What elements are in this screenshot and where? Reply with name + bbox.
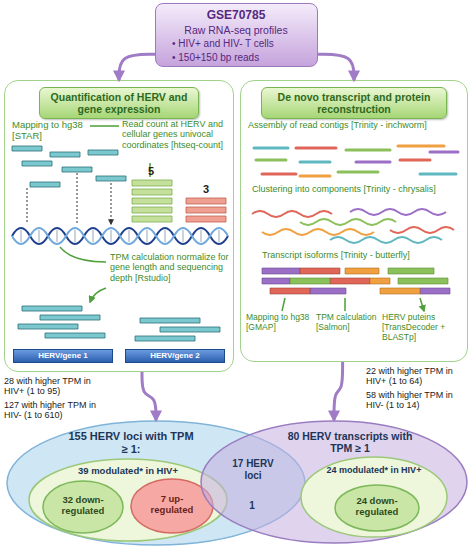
flow-arrow: [142, 372, 156, 420]
normalized-reads: [18, 306, 220, 341]
step-arrows: [282, 298, 424, 311]
step-label: Mapping to hg38 [GMAP]: [246, 313, 312, 333]
step-label: TPM calculation [Salmon]: [316, 313, 380, 333]
count-number: 5: [144, 165, 158, 178]
count-number: 3: [199, 183, 213, 196]
expression-bar: HERV/gene 1: [13, 349, 113, 363]
panel-header: De novo transcript and protein reconstru…: [261, 87, 447, 119]
intersection-label: 17 HERV loci: [232, 458, 274, 481]
dataset-id: GSE70785: [156, 9, 316, 23]
mapping-arrows: [27, 173, 111, 224]
subset-ellipse: 24 modulated* in HIV+ 24 down-regulated: [300, 456, 448, 538]
subset-label: 39 modulated* in HIV+: [68, 466, 188, 477]
down-regulated-set: 32 down-regulated: [42, 480, 124, 534]
genome-helix: [12, 228, 228, 244]
ellipse-shape: [301, 457, 447, 537]
bullet-item: • 150+150 bp reads: [172, 52, 316, 64]
ellipse-shape: [43, 481, 123, 533]
subset-label: 7 up-regulated: [142, 494, 202, 516]
genome-helix: [12, 228, 228, 244]
set-label: 155 HERV loci with TPM ≥ 1:: [66, 430, 196, 455]
subset-label: 32 down-regulated: [46, 495, 120, 517]
ellipse-shape: [335, 485, 419, 531]
panel-header: Quantification of HERV and gene expressi…: [39, 87, 199, 119]
intersection-count: 1: [240, 500, 264, 512]
down-regulated-set: 24 down-regulated: [334, 484, 420, 532]
count-note: 58 with higher TPM in HIV- (1 to 14): [366, 390, 468, 411]
contig-clusters: [300, 219, 396, 225]
bar-label: HERV/gene 1: [14, 350, 112, 362]
subset-ellipse: 39 modulated* in HIV+ 32 down-regulated 7 …: [28, 458, 228, 542]
transcript-isoforms: [262, 268, 450, 294]
count-note: 22 with higher TPM in HIV+ (1 to 64): [366, 366, 468, 387]
subset-label: 24 modulated* in HIV+: [314, 465, 434, 475]
read-contigs: [356, 152, 458, 162]
flow-arrow: [334, 362, 343, 420]
contig-clusters: [350, 209, 446, 215]
subset-label: 24 down-regulated: [342, 496, 412, 518]
step-label: HERV puteins [TransDecoder + BLASTp]: [382, 313, 466, 342]
count-note: 127 with higher TPM in HIV- (1 to 610): [4, 400, 114, 421]
step-label: Assembly of read contigs [Trinity - inch…: [248, 120, 466, 130]
step-label: TPM calculation normalize for gene lengt…: [110, 252, 230, 283]
bullet-item: • HIV+ and HIV- T cells: [172, 38, 316, 50]
read-count-stack: [132, 180, 172, 222]
step-label: Clustering into components [Trinity - ch…: [252, 184, 464, 194]
dataset-desc: Raw RNA-seq profiles: [156, 24, 316, 36]
step-label: Read count at HERV and cellular genes un…: [122, 119, 232, 150]
dataset-box: GSE70785Raw RNA-seq profiles • HIV+ and H…: [155, 3, 318, 67]
count-note: 28 with higher TPM in HIV+ (1 to 95): [4, 376, 110, 397]
set-label: 80 HERV transcripts with TPM ≥ 1: [280, 430, 420, 454]
read-count-stack: [186, 198, 226, 222]
transcript-isoforms: [345, 268, 420, 294]
contig-clusters: [262, 229, 374, 235]
sequencing-reads: [12, 146, 126, 187]
venn-set: 80 HERV transcripts with TPM ≥ 124 modul…: [200, 420, 468, 544]
ellipse-shape: [201, 421, 467, 543]
expression-bar: HERV/gene 2: [125, 349, 225, 363]
step-label: Transcript isoforms [Trinity - butterfly…: [262, 250, 462, 260]
flow-arrow: [318, 54, 354, 80]
flow-arrow: [119, 54, 155, 80]
bar-label: HERV/gene 2: [126, 350, 224, 362]
contig-clusters: [330, 237, 442, 243]
step-label: Mapping to hg38 [STAR]: [12, 120, 94, 142]
ellipse-shape: [29, 459, 227, 541]
read-contigs: [262, 148, 430, 174]
